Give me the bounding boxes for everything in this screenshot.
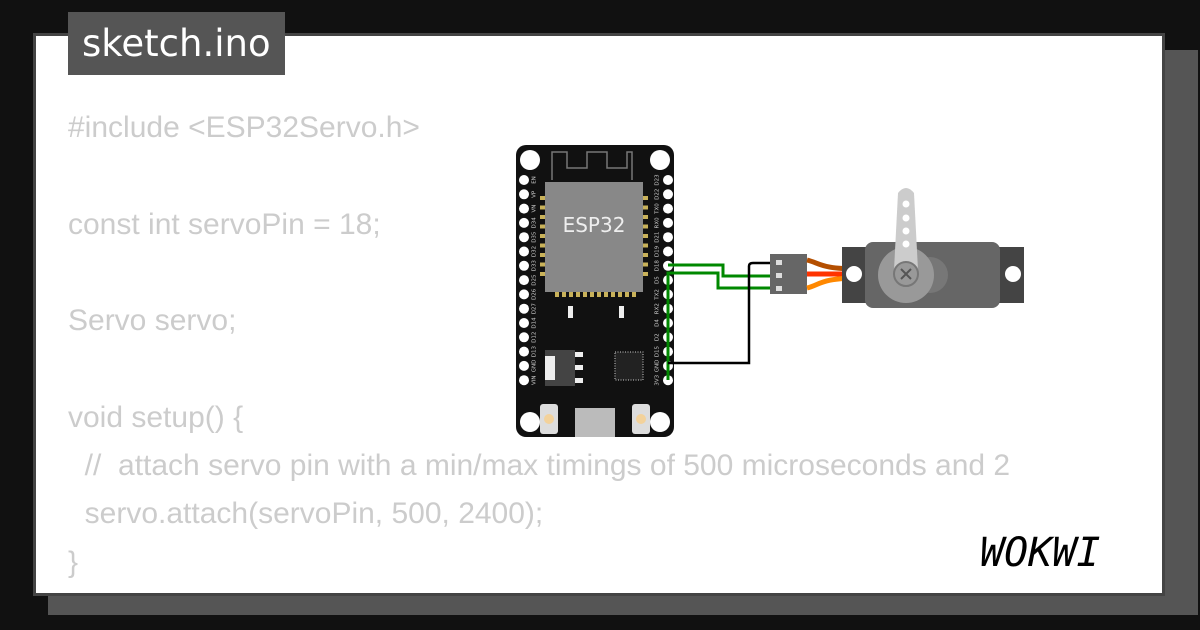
pin-label: GND <box>655 360 661 373</box>
pin-label: D12 <box>532 332 538 343</box>
pin-GND[interactable] <box>519 360 529 371</box>
pin-D13[interactable] <box>519 346 529 357</box>
pin-VN[interactable] <box>519 203 529 214</box>
logo-text: WOKWI <box>980 530 1100 576</box>
code-line: void setup() { <box>68 400 244 434</box>
pin-label: D21 <box>655 232 661 243</box>
code-line: // attach servo pin with a min/max timin… <box>68 449 1011 483</box>
code-line: } <box>68 545 79 579</box>
pin-label: D33 <box>532 260 538 272</box>
pin-label: VIN <box>532 375 538 385</box>
pin-label: TX0 <box>655 203 661 215</box>
pin-label: D14 <box>532 317 538 329</box>
code-line: const int servoPin = 18; <box>68 207 381 241</box>
pin-D26[interactable] <box>519 289 529 300</box>
pin-label: D34 <box>532 217 538 229</box>
pin-D27[interactable] <box>519 303 529 314</box>
pin-D35[interactable] <box>519 232 529 243</box>
pin-D21[interactable] <box>663 232 673 243</box>
pin-D22[interactable] <box>663 189 673 200</box>
pin-label: D13 <box>532 345 538 357</box>
pin-label: D23 <box>655 174 661 186</box>
pin-D19[interactable] <box>663 246 673 257</box>
pin-label: D25 <box>532 274 538 286</box>
pin-label: 3V3 <box>655 374 661 385</box>
code-preview: #include <ESP32Servo.h> const int servoP… <box>68 104 1010 587</box>
code-line: Servo servo; <box>68 304 237 338</box>
pin-label: RX0 <box>655 217 661 229</box>
pin-label: D18 <box>655 260 661 272</box>
pin-label: D15 <box>655 345 661 357</box>
esp32-board[interactable]: ESP32 ENVPVND34D35D32D33D25D26D27D14D12D… <box>516 145 674 437</box>
pin-label: D22 <box>655 189 661 200</box>
pin-D23[interactable] <box>663 175 673 185</box>
servo[interactable] <box>770 188 1024 308</box>
pin-VP[interactable] <box>519 189 529 200</box>
pin-D34[interactable] <box>519 217 529 228</box>
board-label: ESP32 <box>563 213 626 237</box>
pin-D12[interactable] <box>519 332 529 343</box>
pin-VIN[interactable] <box>519 375 529 386</box>
pin-label: RX2 <box>655 303 661 314</box>
code-line: #include <ESP32Servo.h> <box>68 111 420 144</box>
pin-EN[interactable] <box>519 175 529 185</box>
code-line: servo.attach(servoPin, 500, 2400); <box>68 497 544 531</box>
wokwi-logo: WOKWI <box>980 530 1100 576</box>
pin-D25[interactable] <box>519 275 529 286</box>
pin-label: D26 <box>532 288 538 300</box>
pin-label: EN <box>532 176 538 184</box>
pin-3V3[interactable] <box>663 375 673 386</box>
pin-label: D35 <box>532 231 538 243</box>
pin-RX0[interactable] <box>663 217 673 228</box>
pin-label: VN <box>532 205 538 213</box>
pin-D33[interactable] <box>519 260 529 271</box>
pin-label: D5 <box>655 276 661 284</box>
pin-label: D4 <box>655 319 661 327</box>
file-title: sketch.ino <box>68 12 285 75</box>
pin-label: GND <box>532 360 538 373</box>
pin-label: D2 <box>655 333 661 341</box>
pin-D14[interactable] <box>519 318 529 328</box>
pin-TX0[interactable] <box>663 203 673 214</box>
pin-D32[interactable] <box>519 246 529 257</box>
pin-label: TX2 <box>655 289 661 301</box>
wires[interactable] <box>666 261 774 380</box>
pin-label: D32 <box>532 246 538 257</box>
pin-label: D27 <box>532 303 538 315</box>
pin-label: VP <box>532 190 538 198</box>
pin-label: D19 <box>655 245 661 257</box>
